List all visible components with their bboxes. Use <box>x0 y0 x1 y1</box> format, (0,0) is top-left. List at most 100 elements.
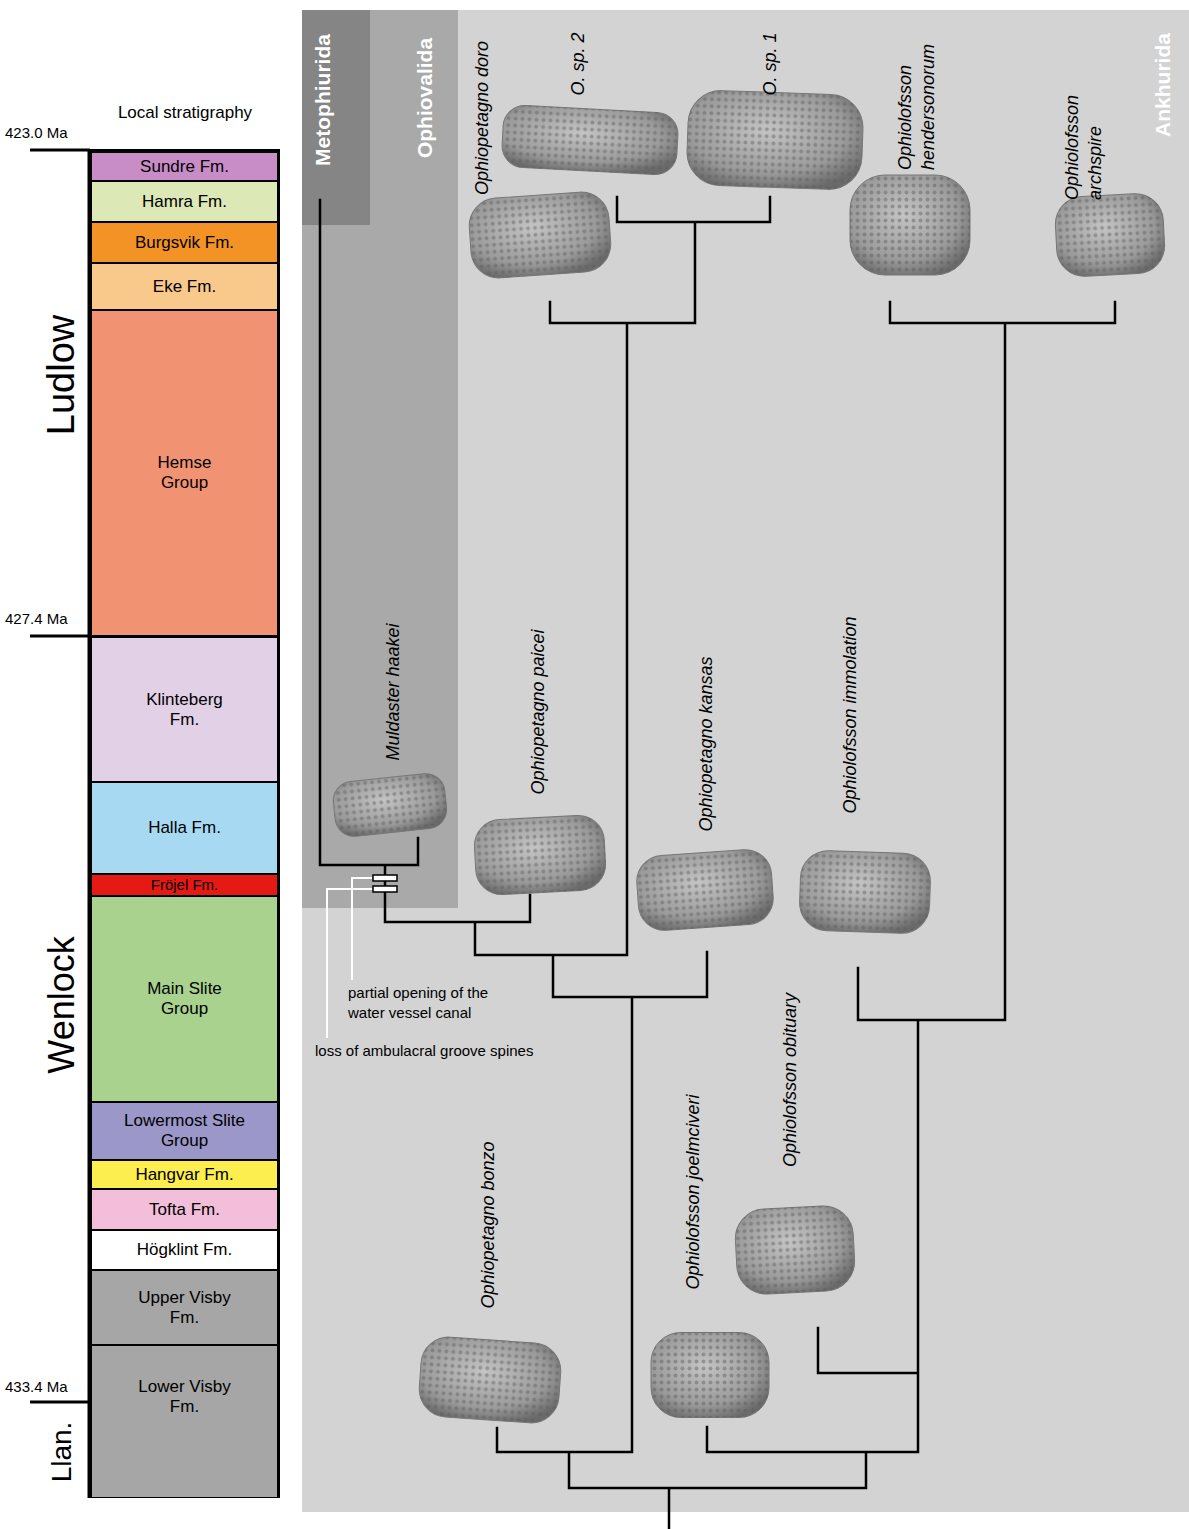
stratigraphic-unit: Tofta Fm. <box>92 1190 277 1229</box>
specimen-surface <box>1054 192 1166 278</box>
specimen-surface <box>635 848 775 932</box>
age-label: 423.0 Ma <box>5 124 68 141</box>
specimen-surface <box>501 104 679 175</box>
specimen-surface <box>473 814 607 896</box>
specimen-surface <box>1054 192 1166 278</box>
specimen-image <box>501 104 679 175</box>
specimen-surface <box>467 190 612 280</box>
stratigraphic-unit: Klinteberg Fm. <box>92 638 277 781</box>
specimen-surface <box>686 89 864 190</box>
clade-band: Ophiovalida Metophiurida <box>302 10 458 908</box>
species-name: Ophiopetagno bonzo <box>478 1141 499 1308</box>
series-name: Ludlow <box>40 315 84 435</box>
stratigraphic-unit: Lower Visby Fm. <box>92 1346 277 1497</box>
specimen-surface <box>635 848 775 932</box>
character-note-holder: partial opening of the water vessel cana… <box>348 983 518 1022</box>
clade-name: Ankhurida <box>1151 33 1175 137</box>
series-name: Wenlock <box>41 936 82 1073</box>
species-name-holder: Ophiopetagno doro <box>472 41 493 195</box>
stratigraphic-unit: Sundre Fm. <box>92 153 277 180</box>
boundary-tick <box>30 149 90 152</box>
species-name: Ophiopetagno kansas <box>696 656 717 831</box>
age-label: 427.4 Ma <box>5 610 68 627</box>
specimen-surface <box>467 190 612 280</box>
stratigraphic-unit: Hamra Fm. <box>92 182 277 221</box>
boundary-tick <box>30 1401 90 1404</box>
column-frame <box>89 149 280 1498</box>
species-name: Ophiopetagno paicei <box>528 629 549 794</box>
specimen-surface <box>417 1335 562 1425</box>
clade-band: Metophiurida <box>302 10 370 225</box>
age-label-holder: 427.4 Ma <box>5 610 68 627</box>
species-name: O. sp. 1 <box>760 32 781 95</box>
specimen-surface <box>651 1333 769 1418</box>
character-note: loss of ambulacral groove spines <box>315 1042 533 1059</box>
stratigraphic-unit: Högklint Fm. <box>92 1231 277 1269</box>
character-marker <box>373 886 397 892</box>
specimen-image <box>686 89 864 190</box>
specimen-image <box>417 1335 562 1425</box>
specimen-image <box>331 772 448 838</box>
stratigraphic-unit: Halla Fm. <box>92 783 277 873</box>
specimen-surface <box>331 772 448 838</box>
character-note-holder: loss of ambulacral groove spines <box>315 1042 533 1059</box>
species-name-holder: Ophiolofsson immolation <box>840 616 861 813</box>
unit-name: Main Slite Group <box>130 979 240 1018</box>
species-name: Ophiolofsson archspire <box>1061 80 1108 200</box>
specimen-image <box>651 1333 769 1418</box>
clade-label: Ophiovalida <box>413 38 437 158</box>
species-name-holder: Ophiopetagno kansas <box>696 656 717 831</box>
species-name-holder: Ophiopetagno bonzo <box>478 1141 499 1308</box>
specimen-surface <box>799 850 932 934</box>
stratigraphic-unit: Fröjel Fm. <box>92 875 277 895</box>
clade-label: Metophiurida <box>311 34 335 166</box>
species-name: Ophiolofsson joelmciveri <box>683 1094 704 1289</box>
series-name: Llan. <box>46 1422 78 1483</box>
column-heading-holder: Local stratigraphy <box>118 103 252 123</box>
species-name-holder: Ophiolofsson joelmciveri <box>683 1094 704 1289</box>
age-label-holder: 423.0 Ma <box>5 124 68 141</box>
character-note: partial opening of the water vessel cana… <box>348 983 518 1022</box>
unit-name: Tofta Fm. <box>149 1200 220 1220</box>
stratigraphic-unit: Hemse Group <box>92 311 277 635</box>
specimen-surface <box>799 850 932 934</box>
unit-name: Lowermost Slite Group <box>120 1111 250 1150</box>
stratigraphic-unit: Main Slite Group <box>92 897 277 1101</box>
specimen-image <box>799 850 932 934</box>
column-heading: Local stratigraphy <box>118 103 252 123</box>
series-name-holder: Wenlock <box>41 936 82 1073</box>
specimen-surface <box>850 175 970 275</box>
specimen-image <box>1054 192 1166 278</box>
species-name: Ophiopetagno doro <box>472 41 493 195</box>
specimen-image <box>473 814 607 896</box>
species-name: Ophiolofsson immolation <box>840 616 861 813</box>
specimen-surface <box>331 772 448 838</box>
species-name: Ophiolofsson obituary <box>780 993 801 1167</box>
unit-name: Hamra Fm. <box>142 192 227 212</box>
specimen-surface <box>686 89 864 190</box>
specimen-image <box>635 848 775 932</box>
clade-name: Metophiurida <box>311 34 335 166</box>
species-name-holder: Ophiolofsson obituary <box>780 993 801 1167</box>
series-name-holder: Llan. <box>46 1422 78 1483</box>
specimen-surface <box>651 1333 769 1418</box>
specimen-surface <box>417 1335 562 1425</box>
species-name-holder: O. sp. 2 <box>568 32 589 95</box>
unit-name: Eke Fm. <box>153 277 216 297</box>
leader-line <box>352 878 372 980</box>
stratigraphic-unit: Upper Visby Fm. <box>92 1271 277 1344</box>
clade-name: Ophiovalida <box>413 38 437 158</box>
unit-name: Klinteberg Fm. <box>132 690 237 729</box>
unit-name: Hangvar Fm. <box>135 1165 233 1185</box>
unit-name: Upper Visby Fm. <box>130 1288 240 1327</box>
specimen-surface <box>734 1204 856 1295</box>
specimen-image <box>734 1204 856 1295</box>
species-name-holder: Ophiolofsson hendersonorum <box>894 30 941 170</box>
stratigraphic-unit: Lowermost Slite Group <box>92 1103 277 1159</box>
unit-name: Lower Visby Fm. <box>130 1377 240 1416</box>
specimen-surface <box>734 1204 856 1295</box>
species-name-holder: O. sp. 1 <box>760 32 781 95</box>
clade-label: Ankhurida <box>1151 33 1175 137</box>
species-name-holder: Muldaster haakei <box>383 623 404 760</box>
character-marker <box>373 875 397 881</box>
